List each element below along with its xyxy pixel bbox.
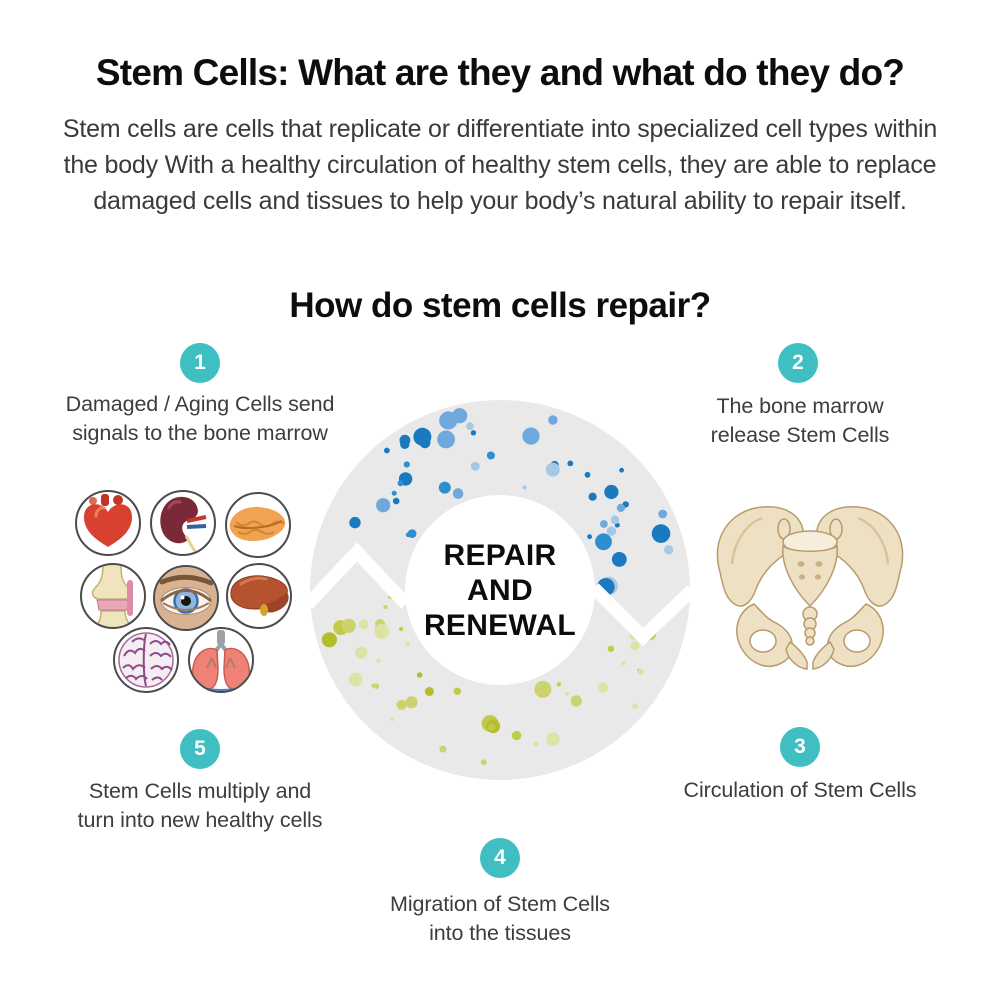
- step-3-label: Circulation of Stem Cells: [683, 778, 917, 802]
- step-5-number: 5: [194, 737, 206, 760]
- step-1-number: 1: [194, 351, 206, 374]
- organs-illustration: [75, 490, 292, 693]
- center-line-1: REPAIR: [443, 538, 557, 572]
- chevron-down-icon: [589, 583, 697, 647]
- step-3-badge: 3: [780, 727, 820, 767]
- ring-center-label: REPAIR AND RENEWAL: [398, 522, 602, 658]
- organ-brain: [113, 627, 179, 693]
- intro-paragraph: Stem cells are cells that replicate or d…: [62, 115, 938, 215]
- organ-eye: [153, 565, 219, 631]
- organ-kidney: [150, 490, 216, 556]
- organ-lungs: [188, 627, 254, 693]
- cycle-ring: [303, 400, 697, 780]
- step-1-label: Damaged / Aging Cells send signals to th…: [65, 392, 335, 445]
- step-3-number: 3: [794, 735, 806, 758]
- page-title: Stem Cells: What are they and what do th…: [95, 52, 905, 93]
- step-2-badge: 2: [778, 343, 818, 383]
- step-1-badge: 1: [180, 343, 220, 383]
- center-line-2: AND: [467, 573, 533, 607]
- step-2-number: 2: [792, 351, 804, 374]
- step-4-number: 4: [494, 846, 506, 869]
- organ-pancreas: [225, 492, 291, 558]
- step-2-label: The bone marrow release Stem Cells: [710, 394, 890, 447]
- dots-pattern: [321, 408, 674, 766]
- chevron-up-icon: [303, 542, 411, 609]
- organ-liver: [226, 563, 292, 629]
- organ-knee-joint: [80, 563, 146, 629]
- organ-heart: [75, 490, 141, 556]
- center-line-3: RENEWAL: [423, 608, 577, 642]
- pelvis-bone-illustration: [716, 506, 904, 670]
- section-title: How do stem cells repair?: [289, 286, 711, 325]
- step-5-label: Stem Cells multiply and turn into new he…: [77, 779, 323, 832]
- step-5-badge: 5: [180, 729, 220, 769]
- step-4-badge: 4: [480, 838, 520, 878]
- step-4-label: Migration of Stem Cells into the tissues: [390, 892, 610, 945]
- ring-band: [310, 400, 690, 780]
